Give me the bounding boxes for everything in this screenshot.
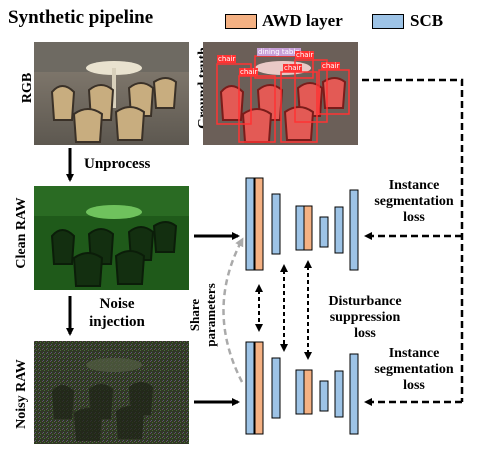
instance-loss-top-line3: loss [403,210,425,225]
bottom-scb-block-2 [271,357,281,419]
bottom-scb-block-3 [295,369,305,415]
bottom-scb-block-4 [319,380,329,412]
gt-tag-4: chair [321,62,341,70]
top-scb-block-3 [295,205,305,251]
legend-scb-swatch [372,14,404,29]
instance-loss-top-line2: segmentation [374,194,454,209]
top-awd-block-2 [303,205,313,251]
bottom-scb-block-5 [334,370,344,418]
bottom-awd-block-1 [254,341,264,435]
top-scb-block-4 [319,216,329,248]
share-parameters-label: Share parameters [187,275,221,355]
top-awd-block-1 [254,177,264,271]
gt-loss-connector [362,78,464,402]
bottom-scb-block-1 [245,341,255,435]
noise-injection-label-line2: injection [89,314,145,330]
gt-tag-3: chair [295,51,315,59]
top-scb-block-5 [334,206,344,254]
legend-awd-swatch [225,14,257,29]
legend-scb-label: SCB [410,11,444,30]
legend-awd-label: AWD layer [262,11,343,30]
share-parameters-arrow [222,237,244,383]
disturbance-loss-line3: loss [354,326,376,341]
top-scb-block-1 [245,177,255,271]
clean-raw-image [34,186,189,290]
instance-loss-bottom-line2: segmentation [374,362,454,377]
instance-loss-top-line1: Instance [388,178,440,193]
top-scb-block-6 [349,189,359,271]
bottom-awd-block-2 [303,369,313,415]
gt-tag-2: dining table [257,48,301,56]
rgb-image [34,42,189,145]
unprocess-label: Unprocess [84,156,151,172]
instance-loss-bottom-line3: loss [403,378,425,393]
share-parameters-line1: Share [187,298,202,332]
noise-injection-label-line1: Noise [99,296,135,312]
ground-truth-image: chair dining table chair chair chair cha… [203,42,358,145]
gt-tag-1: chair [217,55,237,63]
noisy-raw-image [34,341,189,444]
instance-loss-bottom-line1: Instance [388,346,440,361]
share-parameters-line2: parameters [203,283,218,347]
gt-tag-6: chair [283,64,303,72]
bottom-network [245,341,359,435]
disturbance-loss-line1: Disturbance [328,294,402,309]
top-network [245,177,359,271]
disturbance-loss-line2: suppression [329,310,401,325]
top-scb-block-2 [271,193,281,255]
bottom-scb-block-6 [349,353,359,435]
figure-title: Synthetic pipeline [8,7,154,28]
gt-tag-5: chair [239,68,259,76]
